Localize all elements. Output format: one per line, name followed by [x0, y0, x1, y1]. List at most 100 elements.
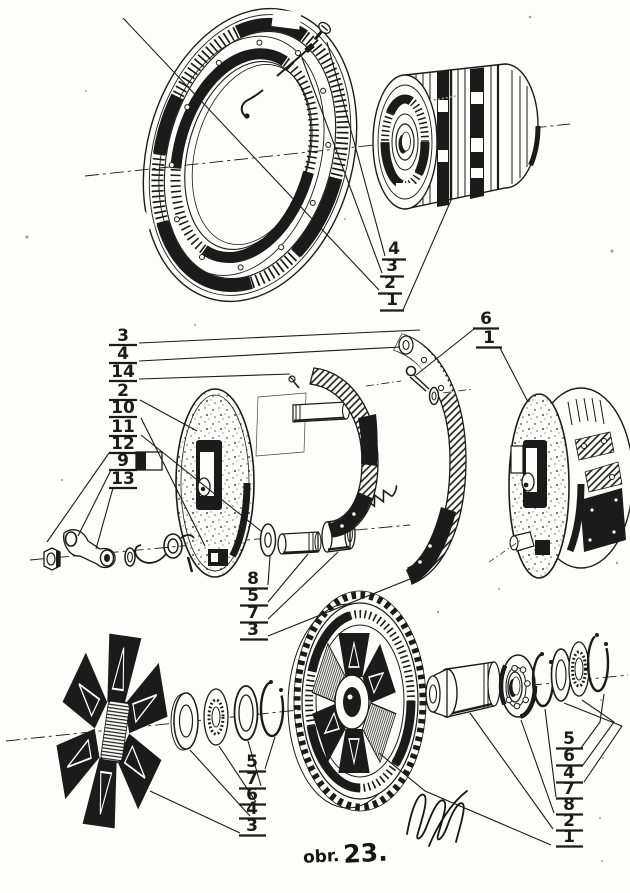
cotter-pin [405, 365, 430, 392]
svg-text:4: 4 [563, 763, 575, 783]
shoe-return-spring-left [134, 533, 195, 573]
svg-text:5: 5 [246, 752, 258, 772]
rim-screw [313, 21, 331, 41]
part-label: 13 [109, 469, 137, 490]
part-label: 4 [556, 763, 583, 784]
label-group-top-wheel: 4 3 2 1 [378, 239, 406, 312]
scan-noise [25, 15, 619, 862]
part-label: 7 [239, 769, 266, 790]
spoke-with-nipple [276, 42, 315, 77]
shoe-return-spring-mid [351, 485, 398, 531]
svg-text:9: 9 [117, 451, 129, 471]
rubber-block [107, 633, 142, 705]
part-label: 4 [382, 239, 406, 261]
part-label: 3 [109, 326, 137, 347]
svg-text:13: 13 [111, 469, 135, 489]
svg-text:2: 2 [384, 273, 396, 293]
small-washer [124, 547, 136, 567]
small-screw-14 [288, 375, 300, 389]
svg-text:2: 2 [117, 381, 129, 401]
svg-text:5: 5 [563, 729, 575, 749]
cam-plate-ghost-outline [255, 392, 307, 457]
brake-drum-hub [372, 61, 541, 210]
svg-text:8: 8 [247, 569, 259, 589]
svg-text:10: 10 [111, 398, 135, 418]
brake-backplate [135, 388, 255, 578]
svg-text:1: 1 [483, 328, 495, 348]
spoke-nipple-holes [168, 39, 332, 271]
leader-lines-bottom-left [149, 736, 276, 834]
part-label: 1 [556, 827, 583, 848]
axle-nut [43, 547, 61, 571]
part-label: 6 [556, 746, 583, 767]
label-group-bottom-left: 5 7 6 4 3 [239, 752, 266, 837]
svg-text:3: 3 [246, 816, 258, 836]
leader-lines-mid-bottom [267, 551, 421, 637]
rear-sprocket-hub [287, 590, 427, 812]
brake-cam-pin [292, 401, 351, 423]
svg-text:7: 7 [247, 603, 259, 623]
svg-text:3: 3 [386, 256, 398, 276]
svg-text:2: 2 [563, 811, 575, 831]
figure-caption-prefix: obr. [303, 846, 340, 868]
svg-text:4: 4 [117, 344, 129, 364]
wheel-rim [128, 7, 358, 303]
part-label: 6 [239, 785, 266, 806]
part-label: 3 [240, 620, 268, 641]
part-label: 1 [380, 290, 404, 312]
part-label: 4 [239, 799, 266, 820]
label-group-mid-right: 6 1 [473, 309, 502, 349]
svg-text:12: 12 [111, 434, 135, 454]
part-label: 3 [239, 816, 266, 837]
part-label: 5 [239, 752, 266, 773]
part-label: 5 [556, 729, 583, 750]
fulcrum-bolt [277, 531, 322, 555]
label-group-mid-bottom: 8 5 7 3 [240, 569, 268, 641]
part-label: 11 [109, 417, 137, 438]
part-label: 2 [556, 811, 583, 832]
thrust-washer-right [550, 648, 572, 702]
svg-text:14: 14 [111, 362, 135, 382]
part-label: 4 [109, 344, 137, 365]
svg-text:6: 6 [563, 746, 575, 766]
circlip-outer-right [586, 633, 610, 693]
part-label: 7 [240, 603, 268, 624]
serrated-lock-washer-right [568, 641, 590, 697]
svg-text:6: 6 [480, 309, 492, 329]
svg-text:1: 1 [563, 827, 575, 847]
brake-shoe-front [309, 367, 379, 538]
plain-ring-left [233, 685, 259, 741]
ball-bearing [498, 652, 538, 720]
svg-text:7: 7 [246, 769, 258, 789]
part-label: 7 [556, 779, 583, 800]
part-label: 8 [556, 795, 583, 816]
part-label: 9 [109, 451, 137, 472]
part-label: 2 [378, 273, 402, 295]
part-label: 6 [473, 309, 499, 330]
part-label: 2 [109, 381, 137, 402]
part-label: 3 [380, 256, 404, 278]
cam-boss-tab [135, 451, 163, 471]
signature [406, 790, 468, 847]
label-group-mid-left: 3 4 14 2 10 11 12 9 13 [109, 326, 137, 490]
circlip-inner-right [531, 652, 555, 708]
svg-text:4: 4 [388, 239, 400, 259]
bent-spoke [240, 89, 264, 119]
svg-text:6: 6 [246, 785, 258, 805]
leader-lines-mid-right [415, 328, 529, 403]
svg-text:1: 1 [386, 290, 398, 310]
brake-assembly-complete [488, 387, 630, 581]
svg-text:7: 7 [563, 779, 575, 799]
label-group-bottom-right: 5 6 4 7 8 2 1 [556, 729, 583, 848]
pivot-washer [259, 523, 277, 557]
leader-lines-mid-left [46, 329, 421, 550]
leader-lines-bottom-right [378, 693, 623, 846]
part-label: 1 [476, 328, 502, 349]
svg-text:8: 8 [563, 795, 575, 815]
figure-caption: obr.23. [302, 838, 388, 871]
part-label: 12 [109, 434, 137, 455]
svg-text:3: 3 [247, 620, 259, 640]
part-label: 14 [109, 362, 137, 383]
